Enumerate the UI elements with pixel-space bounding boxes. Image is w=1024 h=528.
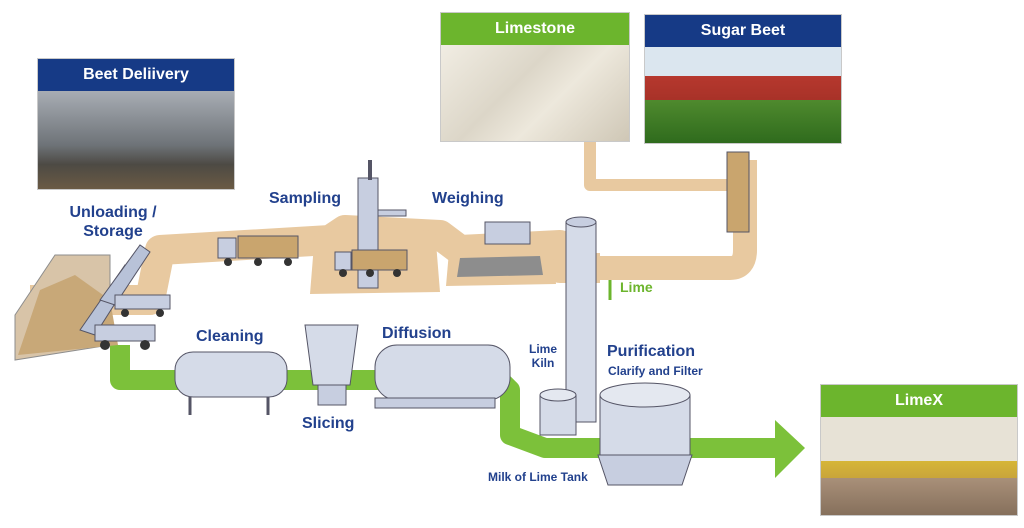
limex-card: LimeX: [820, 384, 1018, 516]
diffusion-label: Diffusion: [382, 325, 452, 342]
beige-limestone-path: [584, 140, 735, 191]
sugar-beet-card: Sugar Beet: [644, 14, 842, 144]
beet-pile: [18, 275, 118, 355]
slicer-hopper: [304, 324, 359, 406]
weighing-label: Weighing: [432, 190, 504, 207]
limestone-title: Limestone: [441, 13, 629, 45]
milk-of-lime-tank-label: Milk of Lime Tank: [488, 470, 588, 484]
cleaning-label: Cleaning: [196, 328, 264, 345]
lime-label: Lime: [620, 279, 653, 295]
limestone-photo: [441, 45, 629, 141]
purification-label: Purification: [607, 343, 696, 360]
unloading-storage-label: Unloading / Storage: [69, 204, 157, 240]
milk-of-lime-tank-shape: [539, 388, 577, 436]
clarify-filter-label: Clarify and Filter: [608, 364, 703, 378]
green-process-path: [110, 345, 790, 458]
diffusion-tower: [374, 344, 511, 409]
weighbridge: [457, 221, 543, 277]
limestone-card: Limestone: [440, 12, 630, 142]
slicing-label: Slicing: [302, 415, 355, 432]
clarifier-tank: [597, 382, 693, 486]
road-truck: [217, 235, 299, 266]
sugar-beet-photo: [645, 47, 841, 143]
sugar-beet-title: Sugar Beet: [645, 15, 841, 47]
lime-kiln: [565, 216, 597, 423]
limex-photo: [821, 417, 1017, 515]
sampling-truck: [334, 249, 408, 277]
beige-sugarbeet-path: [560, 160, 757, 280]
sampling-label: Sampling: [269, 190, 342, 207]
lime-kiln-label: Lime Kiln: [528, 342, 557, 370]
sugarbeet-hopper: [726, 151, 750, 233]
beet-delivery-photo: [38, 91, 234, 189]
green-output-arrow: [775, 420, 805, 478]
tipper-truck-2: [99, 244, 171, 317]
beet-delivery-title: Beet Deliivery: [38, 59, 234, 91]
limex-title: LimeX: [821, 385, 1017, 417]
beet-delivery-card: Beet Deliivery: [37, 58, 235, 190]
cleaning-drum: [174, 351, 288, 415]
